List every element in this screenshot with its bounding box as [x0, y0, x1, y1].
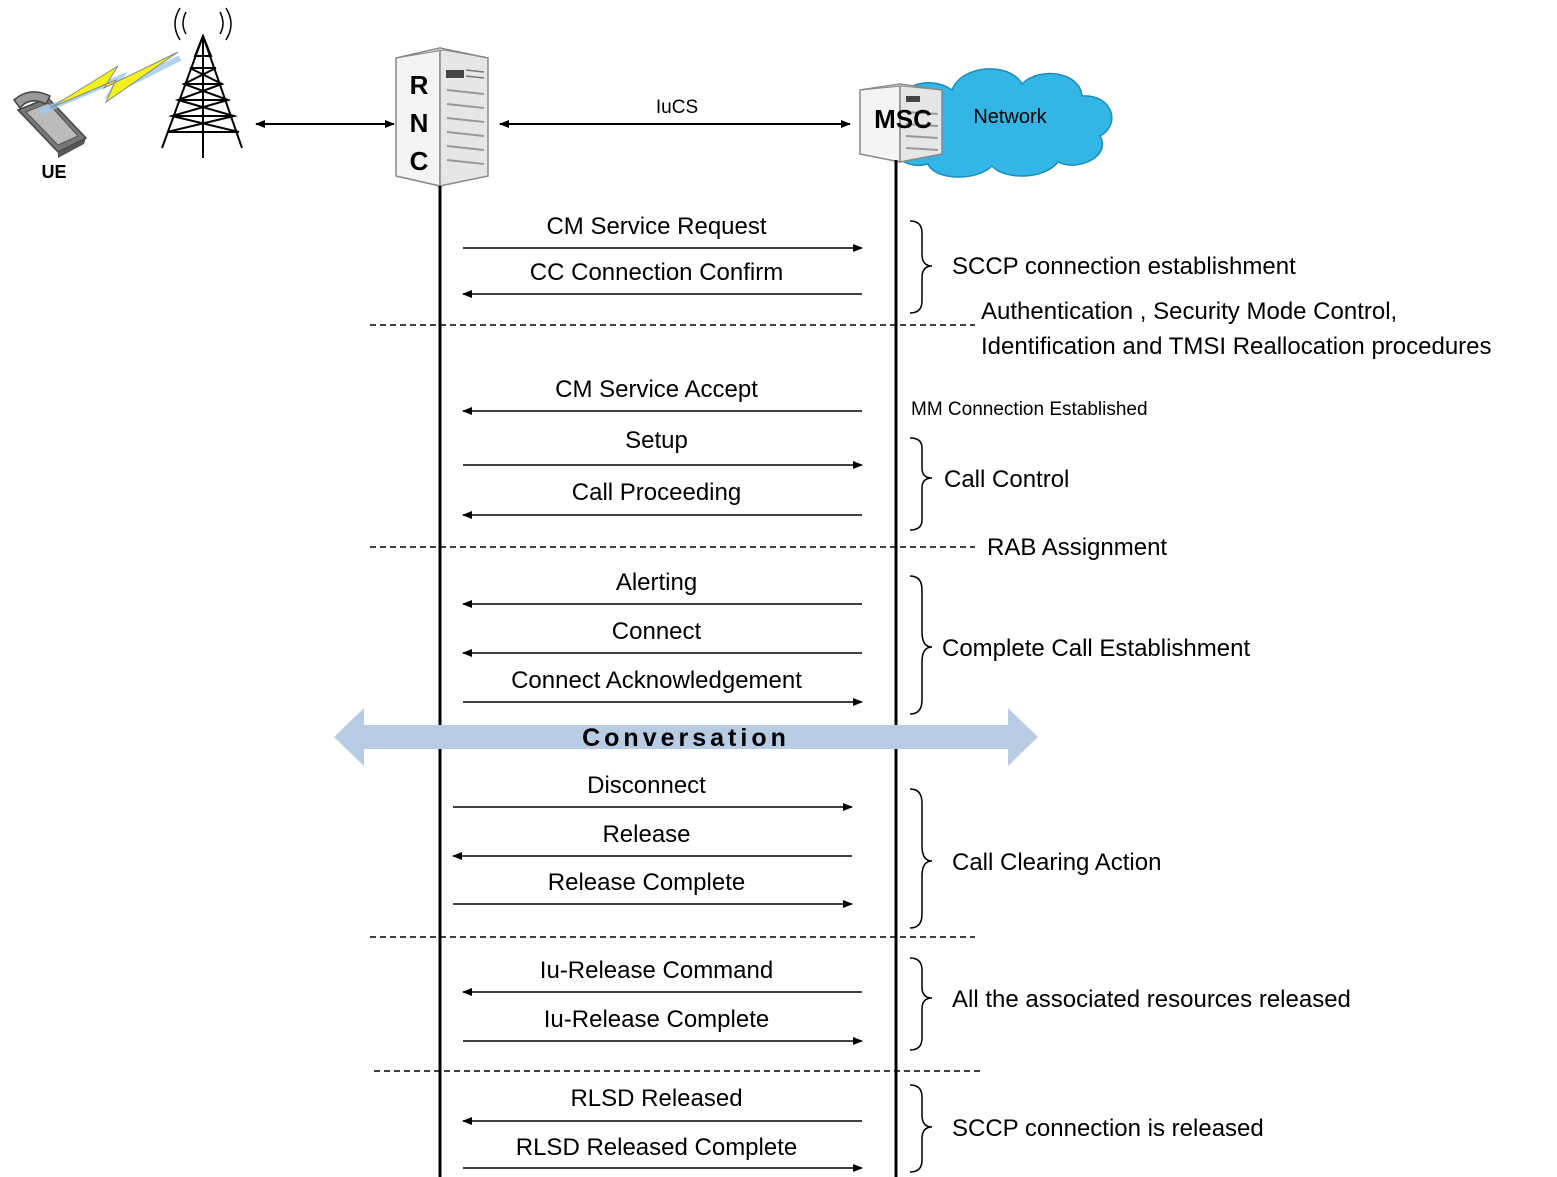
rnc-server-icon — [395, 47, 489, 187]
phase-label-complete-call: Complete Call Establishment — [942, 635, 1250, 662]
phase-label-resources-released: All the associated resources released — [952, 986, 1351, 1013]
phase-label-sccp-establish: SCCP connection establishment — [952, 253, 1296, 280]
phase-label-call-clearing: Call Clearing Action — [952, 849, 1161, 876]
message-label: RLSD Released Complete — [516, 1134, 797, 1161]
auth-note-line1: Authentication , Security Mode Control, — [981, 298, 1397, 325]
message-label: Disconnect — [587, 772, 706, 799]
network-label: Network — [973, 106, 1047, 128]
message-label: Connect Acknowledgement — [511, 667, 802, 694]
message-label: RLSD Released — [570, 1085, 742, 1112]
message-label: Release — [602, 821, 690, 848]
message-label: Call Proceeding — [572, 479, 741, 506]
rnc-letter-c: C — [410, 146, 429, 176]
phase-separators — [370, 324, 980, 1072]
rnc-letter-n: N — [410, 108, 429, 138]
message-label: CM Service Accept — [555, 376, 758, 403]
message-label: Iu-Release Complete — [544, 1006, 769, 1033]
message-label: CC Connection Confirm — [530, 259, 783, 286]
conversation-arrow — [334, 708, 1038, 766]
message-label: Connect — [612, 618, 702, 645]
ue-phone-icon — [12, 91, 88, 158]
ue-label: UE — [41, 162, 66, 182]
cell-tower-icon — [161, 7, 243, 158]
msc-label: MSC — [874, 104, 932, 134]
message-label: Alerting — [616, 569, 697, 596]
lightning-bolt-icon — [49, 51, 179, 109]
phase-braces — [909, 220, 933, 1173]
mm-connection-note: MM Connection Established — [911, 399, 1148, 420]
message-label: CM Service Request — [546, 213, 766, 240]
phase-label-sccp-released: SCCP connection is released — [952, 1115, 1264, 1142]
msc-server-icon — [859, 83, 943, 163]
auth-note-line2: Identification and TMSI Reallocation pro… — [981, 333, 1492, 360]
rnc-letter-r: R — [410, 70, 429, 100]
messages: CM Service Request CC Connection ConfirmC… — [452, 213, 863, 1172]
conversation-label: Conversation — [582, 724, 790, 752]
message-label: Iu-Release Command — [540, 957, 773, 984]
message-label: Setup — [625, 427, 688, 454]
message-label: Release Complete — [548, 869, 745, 896]
phase-label-call-control: Call Control — [944, 466, 1069, 493]
iucs-label: IuCS — [656, 97, 698, 118]
rab-assignment-note: RAB Assignment — [987, 534, 1167, 561]
